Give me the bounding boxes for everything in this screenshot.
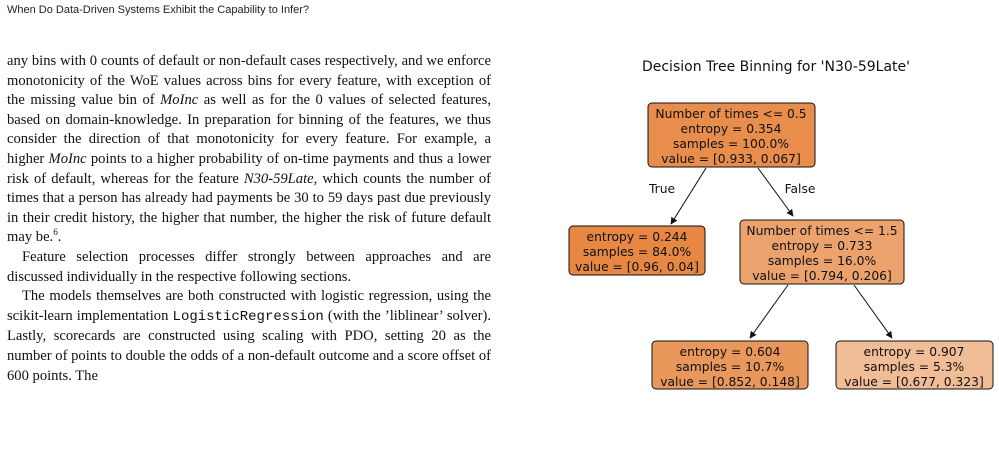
node-value: value = [0.933, 0.067] bbox=[661, 152, 801, 166]
tree-node-right-right-leaf: entropy = 0.907 samples = 5.3% value = [… bbox=[835, 340, 994, 390]
paragraph-models: The models themselves are both construct… bbox=[7, 287, 491, 386]
footnote-marker[interactable]: 6 bbox=[53, 227, 58, 238]
paragraph-binning: any bins with 0 counts of default or non… bbox=[7, 52, 491, 248]
node-value: value = [0.794, 0.206] bbox=[752, 269, 892, 283]
node-box bbox=[739, 219, 905, 285]
decision-tree-svg: Decision Tree Binning for 'N30-59Late' T… bbox=[568, 59, 994, 390]
running-header: When Do Data-Driven Systems Exhibit the … bbox=[7, 4, 310, 16]
node-samples: samples = 10.7% bbox=[676, 360, 784, 374]
edge-root-to-right bbox=[757, 167, 794, 217]
node-samples: samples = 5.3% bbox=[864, 360, 964, 374]
text-run: points to a higher probability of on-tim… bbox=[7, 150, 491, 187]
node-entropy: entropy = 0.907 bbox=[864, 345, 965, 359]
paragraph-feature-selection: Feature selection processes differ stron… bbox=[7, 248, 491, 285]
tree-node-left-leaf: entropy = 0.244 samples = 84.0% value = … bbox=[568, 225, 706, 276]
node-box bbox=[647, 102, 816, 168]
decision-tree-figure: Decision Tree Binning for 'N30-59Late' T… bbox=[560, 50, 999, 459]
text-run: as well as for the 0 values of selected … bbox=[7, 92, 491, 167]
edge-label-true: True bbox=[648, 182, 675, 196]
edge-label-false: False bbox=[785, 182, 816, 196]
node-samples: samples = 84.0% bbox=[583, 245, 691, 259]
text-run: (with the ’liblinear’ solver). Lastly, s… bbox=[7, 307, 491, 384]
node-value: value = [0.677, 0.323] bbox=[844, 375, 984, 389]
node-value: value = [0.852, 0.148] bbox=[660, 375, 800, 389]
figure-title: Decision Tree Binning for 'N30-59Late' bbox=[642, 59, 910, 75]
edge-right-to-right-right bbox=[853, 284, 893, 339]
node-samples: samples = 16.0% bbox=[768, 254, 876, 268]
node-entropy: entropy = 0.354 bbox=[681, 122, 782, 136]
edge-right-to-right-left bbox=[749, 284, 789, 339]
node-samples: samples = 100.0% bbox=[673, 137, 789, 151]
text-run: any bins with 0 counts of default or non… bbox=[7, 53, 491, 109]
node-value: value = [0.96, 0.04] bbox=[575, 260, 699, 274]
text-run: The models themselves are both construct… bbox=[7, 288, 491, 324]
tree-node-root: Number of times <= 0.5 entropy = 0.354 s… bbox=[647, 102, 816, 168]
node-entropy: entropy = 0.733 bbox=[772, 239, 873, 253]
node-box bbox=[568, 225, 706, 276]
edge-root-to-left bbox=[670, 167, 707, 225]
code-logisticregression: LogisticRegression bbox=[172, 308, 324, 325]
node-entropy: entropy = 0.604 bbox=[680, 345, 781, 359]
text-run: , which counts the number of times that … bbox=[7, 170, 491, 246]
node-box bbox=[651, 340, 809, 390]
node-split-rule: Number of times <= 0.5 bbox=[655, 107, 806, 121]
feature-name-moinc: MoInc bbox=[48, 150, 87, 167]
feature-name-moinc: MoInc bbox=[160, 92, 199, 109]
body-text-column: any bins with 0 counts of default or non… bbox=[7, 52, 491, 386]
text-run: . bbox=[57, 229, 62, 246]
node-entropy: entropy = 0.244 bbox=[587, 230, 688, 244]
tree-node-right: Number of times <= 1.5 entropy = 0.733 s… bbox=[739, 219, 905, 285]
node-split-rule: Number of times <= 1.5 bbox=[746, 224, 897, 238]
feature-name-n30-59late: N30-59Late bbox=[243, 170, 314, 187]
node-box bbox=[835, 340, 994, 390]
tree-node-right-left-leaf: entropy = 0.604 samples = 10.7% value = … bbox=[651, 340, 809, 390]
